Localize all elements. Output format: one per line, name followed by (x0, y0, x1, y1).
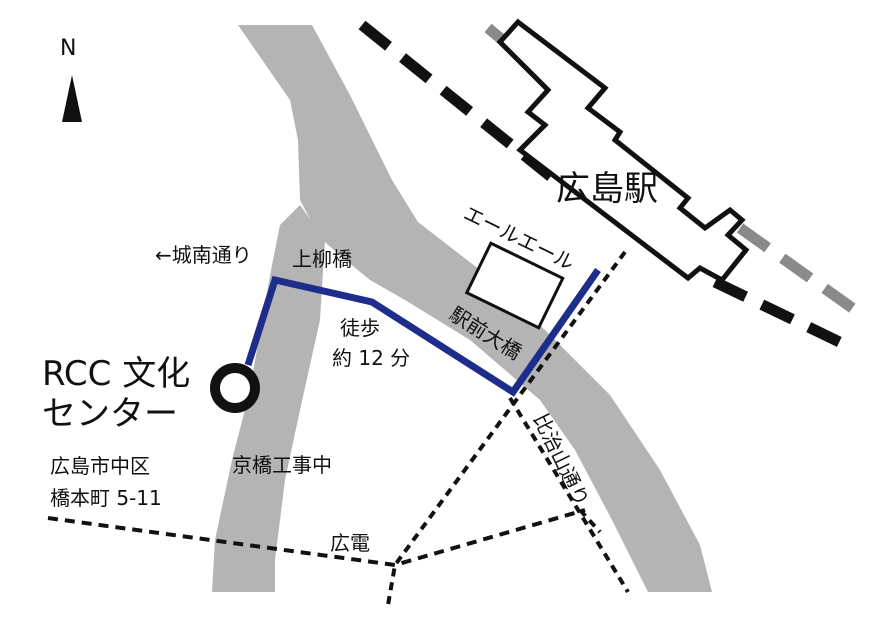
north-arrow-icon (62, 75, 82, 122)
venue-address-line1: 広島市中区 (50, 454, 150, 478)
river (212, 25, 712, 592)
tram-label: 広電 (330, 531, 370, 555)
venue-name-line1: RCC 文化 (42, 354, 190, 394)
venue-address-line2: 橋本町 5-11 (50, 486, 162, 510)
sanyo-line-gray-east (736, 223, 859, 315)
station-label: 広島駅 (556, 169, 658, 209)
tram-line (47, 508, 586, 568)
east-road (508, 396, 630, 594)
kamiyanagi-bridge-label: 上柳橋 (292, 247, 352, 271)
building-ale-ale (464, 241, 565, 330)
construction-label: 京橋工事中 (232, 453, 332, 477)
jonan-street-label: ←城南通り (155, 243, 252, 267)
jr-line-east (712, 277, 855, 353)
walk-time-line1: 徒歩 (340, 316, 380, 340)
hijiyama-road (386, 250, 627, 606)
walk-time-line2: 約 12 分 (332, 346, 410, 370)
tram-branch (578, 508, 602, 534)
jr-line-west (358, 20, 559, 185)
venue-marker (210, 363, 260, 413)
compass-label: N (60, 36, 76, 61)
walking-route (244, 267, 601, 397)
station-building (496, 18, 750, 284)
venue-name-line2: センター (42, 394, 178, 434)
